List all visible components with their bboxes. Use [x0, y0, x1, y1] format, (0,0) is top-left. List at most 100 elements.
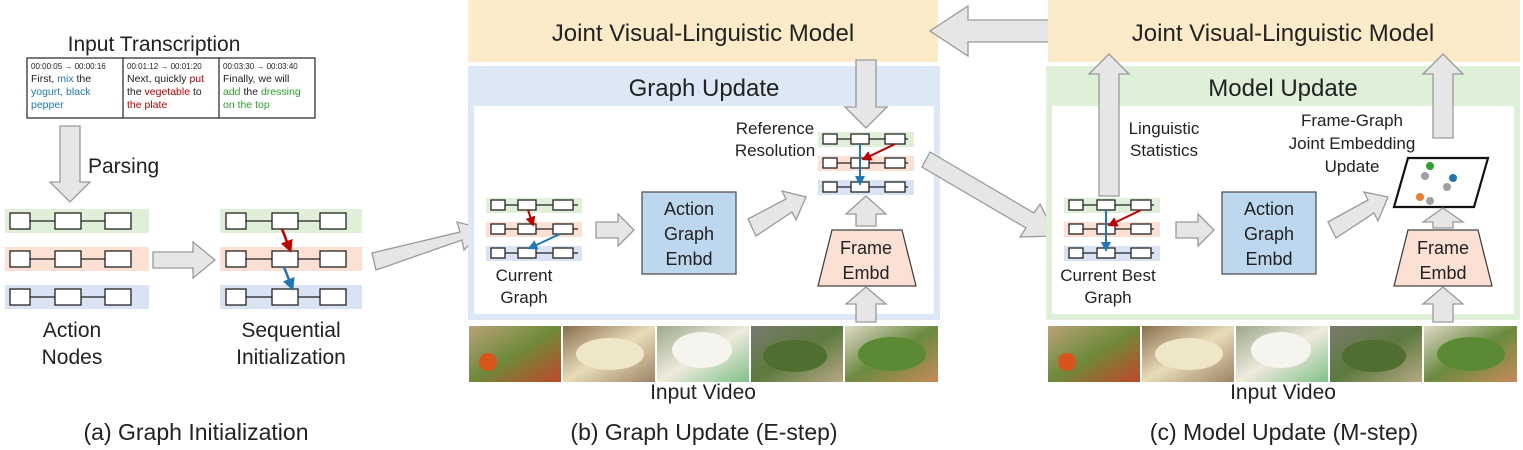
video-frame-detail [1251, 332, 1311, 368]
joint-model-header-b [468, 0, 938, 62]
panel-graph-update: Joint Visual-Linguistic Model Graph Upda… [468, 0, 940, 445]
action-node [319, 288, 347, 306]
action-node [517, 223, 537, 235]
video-to-frame-arrow-c [1421, 286, 1465, 323]
action-node [850, 133, 870, 145]
transcription-segment: Finally, we will [223, 73, 289, 85]
action-nodes-label-line2: Nodes [42, 346, 103, 369]
frame-to-joint-space-arrow [1420, 207, 1466, 229]
embedding-dot [1443, 183, 1451, 191]
current-best-graph [1064, 198, 1160, 261]
transcription-segment: pepper [31, 99, 64, 111]
input-transcription-title: Input Transcription [68, 33, 241, 56]
best-graph-to-embd-arrow [1175, 212, 1215, 248]
sequential-init-label-line1: Sequential [241, 319, 340, 342]
caption-a: (a) Graph Initialization [84, 419, 309, 445]
graph-to-embd-arrow [595, 212, 635, 248]
action-node [822, 181, 838, 193]
action-node [1130, 199, 1152, 211]
action-node [850, 181, 870, 193]
joint-embedding-space [1392, 156, 1490, 209]
transcription-timestamp: 00:03:30 → 00:03:40 [223, 62, 298, 71]
model-update-title: Model Update [1208, 75, 1357, 102]
action-node [104, 212, 132, 230]
panel-graph-initialization: Input Transcription 00:00:05 → 00:00:16F… [5, 33, 362, 445]
video-frame [469, 326, 561, 382]
frame-graph-update-line3: Update [1325, 157, 1380, 176]
current-graph-label-line2: Graph [500, 288, 547, 307]
joint-model-title-b: Joint Visual-Linguistic Model [552, 20, 854, 47]
transcription-line: add the dressing [223, 86, 301, 98]
transcription-segment: vegetable [145, 86, 191, 98]
action-node [54, 288, 82, 306]
transcription-line: on the top [223, 99, 270, 111]
transcription-segment: to [190, 86, 202, 98]
action-node [9, 288, 31, 306]
transcription-line: Next, quickly put [127, 73, 204, 85]
video-strip-b [469, 326, 938, 382]
action-graph-embd-b-line3: Embd [665, 249, 712, 269]
resolved-graph [818, 132, 914, 195]
transcription-segment: add [223, 86, 241, 98]
action-node [104, 288, 132, 306]
action-node [9, 250, 31, 268]
arrow-b-to-c [921, 151, 1058, 238]
node-row-2 [9, 250, 132, 268]
parsing-arrow [48, 125, 92, 203]
video-frame [1048, 326, 1140, 382]
action-node [271, 250, 299, 268]
action-graph-embd-b-line2: Graph [664, 224, 714, 244]
node-row-3 [225, 288, 347, 306]
action-graph-embd-box-c [1221, 191, 1317, 275]
frame-embd-c-line2: Embd [1419, 263, 1466, 283]
joint-space-to-model-arrow [1421, 53, 1465, 139]
parsing-label: Parsing [88, 155, 159, 178]
transcription-segment: the [241, 86, 261, 98]
node-row-2 [225, 250, 347, 268]
joint-model-title-c: Joint Visual-Linguistic Model [1132, 20, 1434, 47]
joint-model-header-c [1048, 0, 1520, 62]
action-node [1096, 247, 1116, 259]
transcription-table-frame [26, 57, 316, 119]
action-node [884, 181, 906, 193]
linguistic-statistics-line1: Linguistic [1129, 119, 1200, 138]
transcription-segment: the [74, 73, 92, 85]
arrow-a-to-b [371, 221, 486, 271]
action-node [552, 199, 574, 211]
action-node [552, 223, 574, 235]
embedding-dot [1421, 172, 1429, 180]
action-node [319, 212, 347, 230]
transcription-line: yogurt, black [31, 86, 91, 98]
node-row-1 [9, 212, 132, 230]
caption-c: (c) Model Update (M-step) [1150, 419, 1418, 445]
transcription-line: the vegetable to [127, 86, 202, 98]
action-node [490, 247, 506, 259]
action-node [271, 212, 299, 230]
video-frame-detail [1155, 338, 1223, 370]
action-node [1130, 247, 1152, 259]
action-node [104, 250, 132, 268]
init-arrow [152, 240, 217, 280]
frame-embd-trapezoid-c [1393, 229, 1493, 287]
action-graph-embd-b-line1: Action [664, 199, 714, 219]
video-strip-c [1048, 326, 1517, 382]
frame-graph-update-line1: Frame-Graph [1301, 111, 1403, 130]
action-node [271, 288, 299, 306]
sequential-init-graph [220, 209, 362, 309]
action-node [1068, 223, 1084, 235]
embedding-dot [1449, 174, 1457, 182]
video-frame-detail [672, 332, 732, 368]
graph-update-title: Graph Update [629, 75, 780, 102]
video-frame-detail [1342, 340, 1406, 372]
transcription-timestamp: 00:01:12 → 00:01:20 [127, 62, 202, 71]
transcription-segment: on the top [223, 99, 270, 111]
action-node [552, 247, 574, 259]
frame-to-resolution-arrow [844, 195, 888, 227]
model-feedback-arrow [928, 4, 1057, 58]
frame-graph-update-line2: Joint Embedding [1289, 134, 1416, 153]
linguistic-stats-arrow [1087, 53, 1131, 197]
transcription-segment: yogurt, black [31, 86, 91, 98]
